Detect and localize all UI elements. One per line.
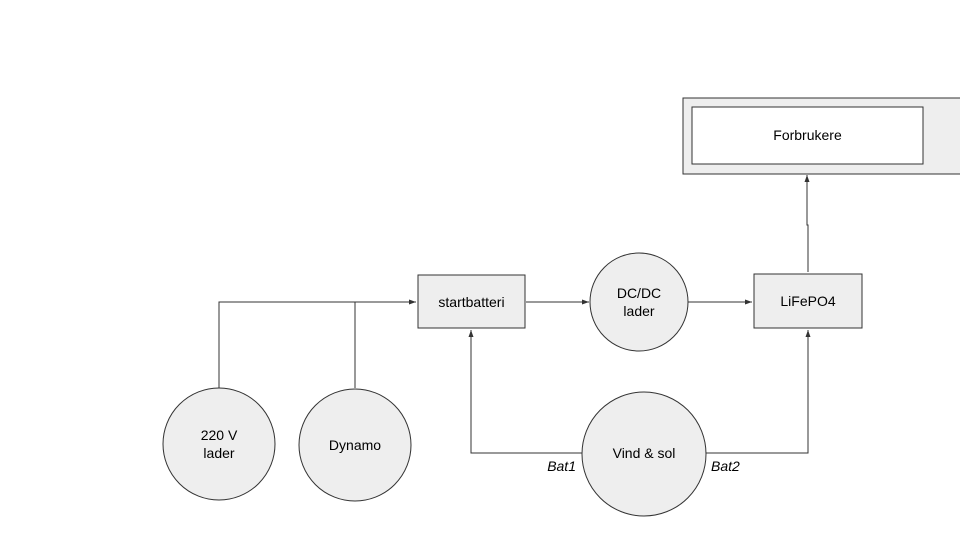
node-lifepo4-label: LiFePO4 — [780, 293, 835, 309]
node-vind-sol: Vind & sol — [581, 391, 707, 517]
node-dcdc-label-line1: DC/DC — [617, 285, 661, 301]
node-dynamo: Dynamo — [298, 388, 412, 502]
node-startbatteri-label: startbatteri — [438, 294, 504, 310]
node-vind-sol-label: Vind & sol — [613, 445, 676, 461]
node-forbrukere-label: Forbrukere — [773, 127, 842, 143]
edge-label-bat1: Bat1 — [547, 458, 576, 474]
edge-label-bat2: Bat2 — [711, 458, 740, 474]
edge-vind-to-startbatteri — [468, 330, 582, 454]
node-startbatteri: startbatteri — [417, 274, 526, 329]
edge-vind-to-lifepo4 — [706, 330, 811, 454]
node-dcdc-label-line2: lader — [623, 303, 654, 319]
node-220v-label-line1: 220 V — [201, 427, 238, 443]
node-forbrukere: Forbrukere — [682, 97, 960, 175]
node-lifepo4: LiFePO4 — [753, 273, 863, 329]
node-220v-lader: 220 V lader — [162, 387, 276, 501]
edge-220v-to-startbatteri — [218, 299, 416, 388]
edge-lifepo4-to-forbrukere — [804, 175, 810, 272]
node-dynamo-label: Dynamo — [329, 437, 381, 453]
node-220v-label-line2: lader — [203, 445, 234, 461]
node-dcdc-lader: DC/DC lader — [589, 252, 689, 352]
